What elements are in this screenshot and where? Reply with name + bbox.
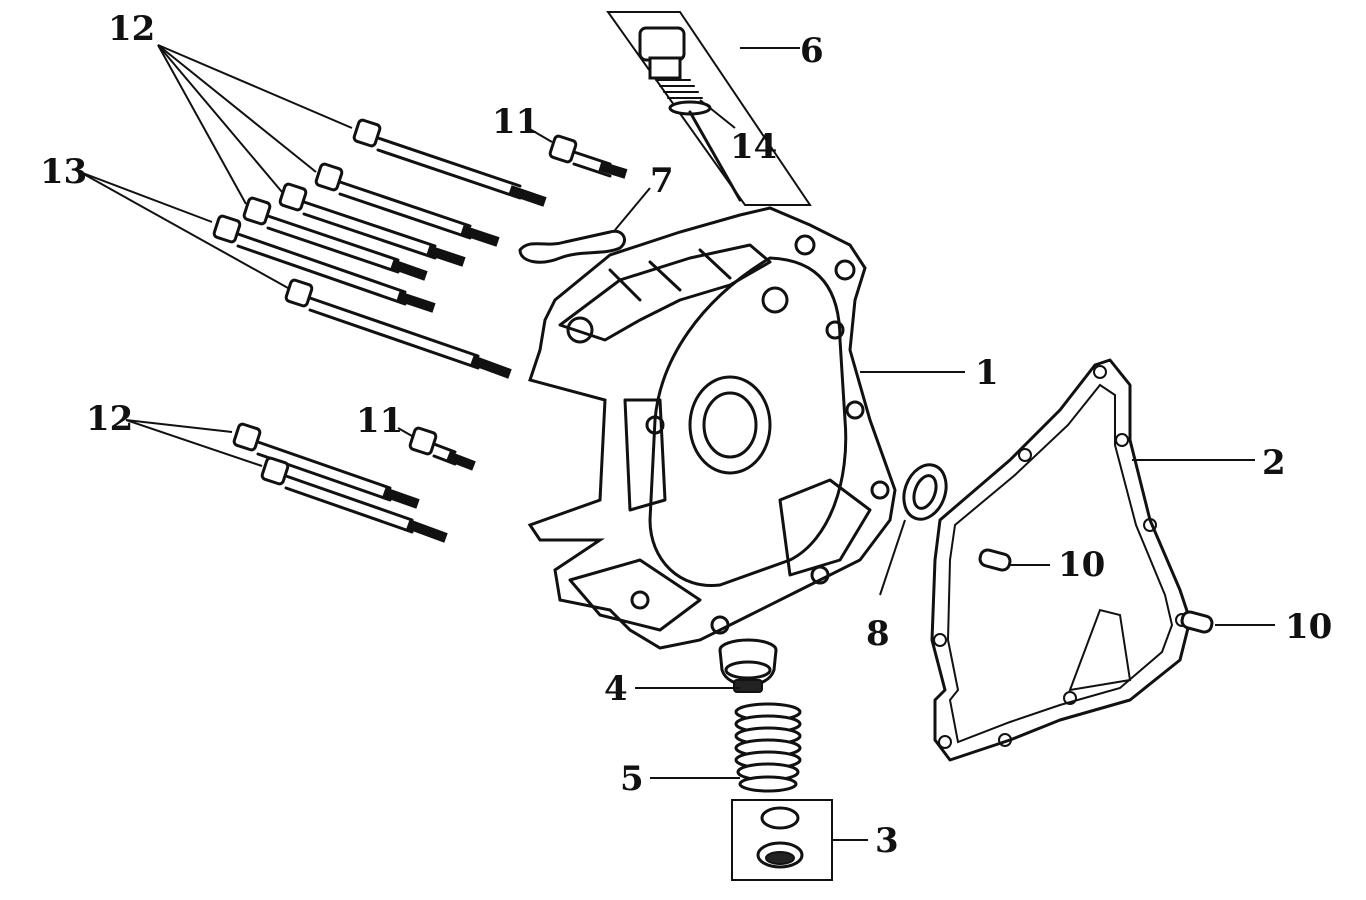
bolt-12-top-1 <box>352 118 547 207</box>
bolt-11-top <box>548 134 628 179</box>
gasket-bolt-holes <box>933 365 1189 749</box>
crankcase-top-ribs <box>608 248 732 302</box>
spring <box>734 702 802 793</box>
part-7-tube <box>518 229 626 264</box>
bolt-11-bottom <box>408 426 476 471</box>
bolt-12-top-3 <box>278 182 466 267</box>
mount-boss-5 <box>645 415 665 435</box>
crankcase-inner-wall <box>648 256 848 588</box>
dowel-pin-2 <box>1180 610 1214 634</box>
mount-boss-3 <box>794 234 816 256</box>
mount-boss-8 <box>870 480 890 500</box>
callouts: 12 13 12 11 11 6 14 7 1 2 8 10 10 4 5 3 <box>40 9 1332 861</box>
short-bolts <box>408 134 628 471</box>
dowel-pin-1 <box>978 548 1012 572</box>
callout-8: 8 <box>866 614 890 654</box>
bolt-13-2 <box>212 214 436 313</box>
leader-lines <box>79 44 1275 841</box>
dipstick-rod <box>688 110 742 202</box>
drain-plug-set <box>731 799 833 881</box>
cover-gasket <box>930 358 1192 762</box>
part-6-frame <box>606 11 812 206</box>
bolt-12-top-2 <box>314 162 500 247</box>
callout-11-top: 11 <box>492 102 539 142</box>
strainer-cap <box>718 638 778 693</box>
callout-11-bottom: 11 <box>356 401 403 441</box>
callout-1: 1 <box>975 353 999 393</box>
callout-13: 13 <box>40 152 87 192</box>
mount-boss-1 <box>566 316 594 344</box>
dipstick-cap <box>638 26 686 62</box>
callout-3: 3 <box>875 821 899 861</box>
callout-6: 6 <box>800 31 824 71</box>
callout-2: 2 <box>1262 443 1286 483</box>
mount-boss-4 <box>834 259 856 281</box>
crankshaft-bearing-inner <box>702 391 758 459</box>
crankcase-left-rib <box>623 398 667 512</box>
bolt-13-1 <box>242 196 428 281</box>
callout-7: 7 <box>650 161 674 201</box>
crankcase-lower-rib <box>778 478 872 577</box>
crankshaft-bearing-outer <box>688 375 772 475</box>
callout-5: 5 <box>620 759 644 799</box>
long-bolts <box>212 118 547 543</box>
bolt-12-bottom-2 <box>260 456 448 543</box>
plug-washer <box>760 806 800 830</box>
callout-12-top: 12 <box>108 9 155 49</box>
mount-boss-10 <box>710 615 730 635</box>
dipstick-thread <box>655 79 703 99</box>
mount-boss-9 <box>810 565 830 585</box>
oil-seal <box>902 463 948 521</box>
bolt-12-bottom-1 <box>232 422 420 509</box>
bolt-13-3 <box>284 278 512 379</box>
crankcase-top-face <box>558 243 772 342</box>
crankcase-half <box>527 206 897 650</box>
mount-boss-11 <box>630 590 650 610</box>
mount-boss-7 <box>845 400 865 420</box>
mount-boss-6 <box>825 320 845 340</box>
dipstick-assembly <box>606 11 812 206</box>
callout-4: 4 <box>604 669 628 709</box>
mount-boss-2 <box>761 286 789 314</box>
dipstick-neck <box>648 56 682 80</box>
callout-10-b: 10 <box>1285 607 1332 647</box>
callout-12-bottom: 12 <box>86 399 133 439</box>
callout-10-a: 10 <box>1058 545 1105 585</box>
cover-gasket-inner <box>946 383 1174 744</box>
crankcase-bottom-face <box>568 558 702 632</box>
cover-gasket-cutout <box>1068 608 1132 692</box>
callout-14: 14 <box>730 127 777 167</box>
